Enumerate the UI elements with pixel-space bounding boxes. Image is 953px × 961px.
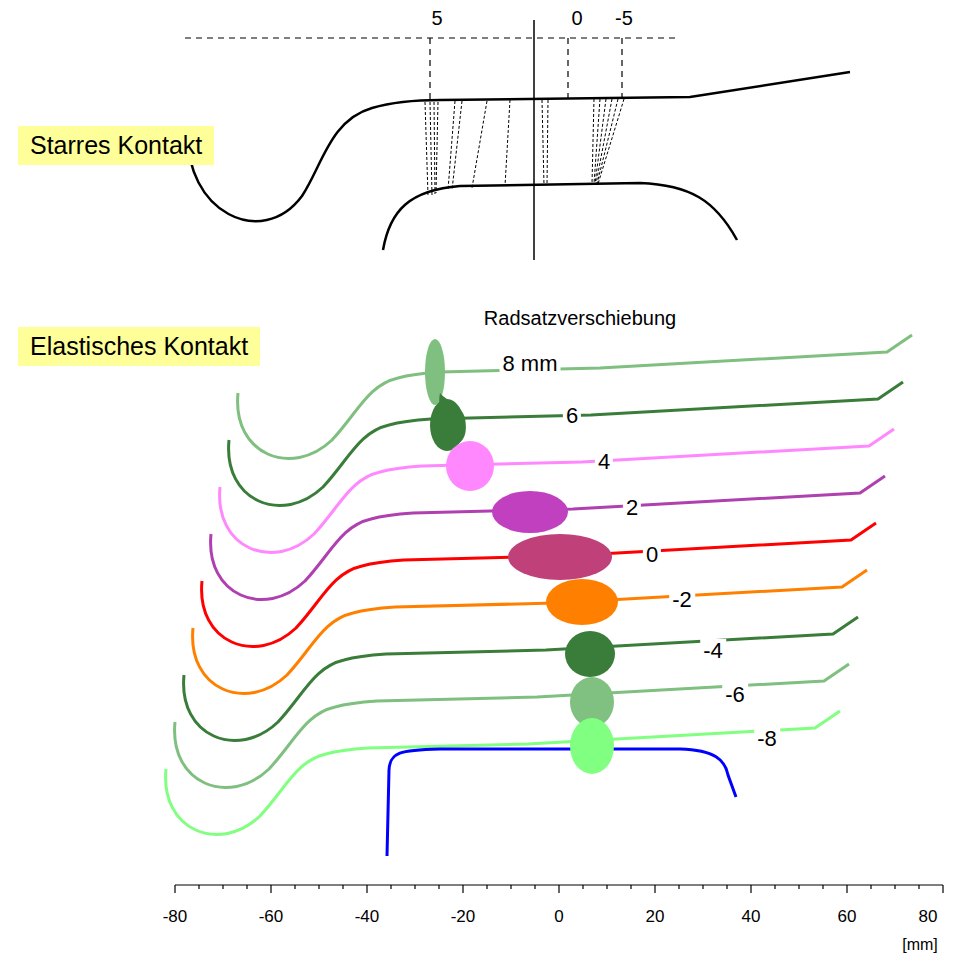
axis-tick xyxy=(390,885,391,889)
axis-tick xyxy=(438,885,439,889)
axis-tick xyxy=(486,885,487,889)
shift-label: 2 xyxy=(623,496,641,520)
unit-label: [mm] xyxy=(902,936,938,954)
axis-tick xyxy=(582,885,583,889)
rail-profile xyxy=(387,749,736,856)
axis-tick xyxy=(294,885,295,889)
shift-label: 8 mm xyxy=(500,352,561,376)
axis-tick xyxy=(510,885,511,889)
offset-label: 5 xyxy=(431,7,442,29)
axis-tick xyxy=(918,885,919,889)
axis-tick xyxy=(750,885,751,893)
tick-label: -60 xyxy=(259,908,284,927)
rigid-contact-drawing xyxy=(185,20,850,260)
axis-tick xyxy=(630,885,631,889)
contact-patches xyxy=(425,339,618,774)
tick-label: 60 xyxy=(838,908,857,927)
box-title: Starres Kontakt xyxy=(30,131,202,159)
axis-tick xyxy=(270,885,271,893)
tick-label: 20 xyxy=(646,908,665,927)
offset-label: 0 xyxy=(571,7,582,29)
axis-tick xyxy=(774,885,775,889)
axis-tick xyxy=(846,885,847,893)
axis-tick xyxy=(462,885,463,893)
shift-label: -8 xyxy=(754,727,780,751)
shift-label: -6 xyxy=(722,683,748,707)
axis-tick xyxy=(942,885,943,893)
axis-tick xyxy=(702,885,703,889)
tick-label: 0 xyxy=(554,908,563,927)
axis-tick xyxy=(678,885,679,889)
wheel-profiles xyxy=(166,335,912,834)
axis-tick xyxy=(870,885,871,889)
axis-tick xyxy=(366,885,367,893)
shift-label: 6 xyxy=(563,404,581,428)
axis-tick xyxy=(222,885,223,889)
tick-label: -80 xyxy=(163,908,188,927)
axis-tick xyxy=(342,885,343,889)
tick-label: -20 xyxy=(451,908,476,927)
x-axis xyxy=(175,885,943,893)
axis-title: Radsatzverschiebung xyxy=(484,307,676,329)
axis-tick xyxy=(654,885,655,893)
tick-label: -40 xyxy=(355,908,380,927)
axis-tick xyxy=(822,885,823,889)
axis-tick xyxy=(558,885,559,893)
axis-tick xyxy=(414,885,415,889)
axis-tick xyxy=(894,885,895,889)
axis-tick xyxy=(606,885,607,889)
shift-label: -2 xyxy=(669,588,695,612)
axis-tick xyxy=(198,885,199,889)
tick-label: 80 xyxy=(919,908,938,927)
offset-label: -5 xyxy=(615,7,633,29)
shift-label: 4 xyxy=(595,450,613,474)
axis-tick xyxy=(534,885,535,889)
axis-tick xyxy=(726,885,727,889)
axis-tick xyxy=(174,885,175,893)
axis-tick xyxy=(318,885,319,889)
tick-label: 40 xyxy=(742,908,761,927)
highlight-box: Starres Kontakt xyxy=(18,126,214,165)
axis-tick xyxy=(246,885,247,889)
shift-label: 0 xyxy=(643,543,661,567)
highlight-box: Elastisches Kontakt xyxy=(18,327,260,366)
axis-tick xyxy=(798,885,799,889)
shift-label: -4 xyxy=(700,639,726,663)
box-title: Elastisches Kontakt xyxy=(30,332,248,360)
